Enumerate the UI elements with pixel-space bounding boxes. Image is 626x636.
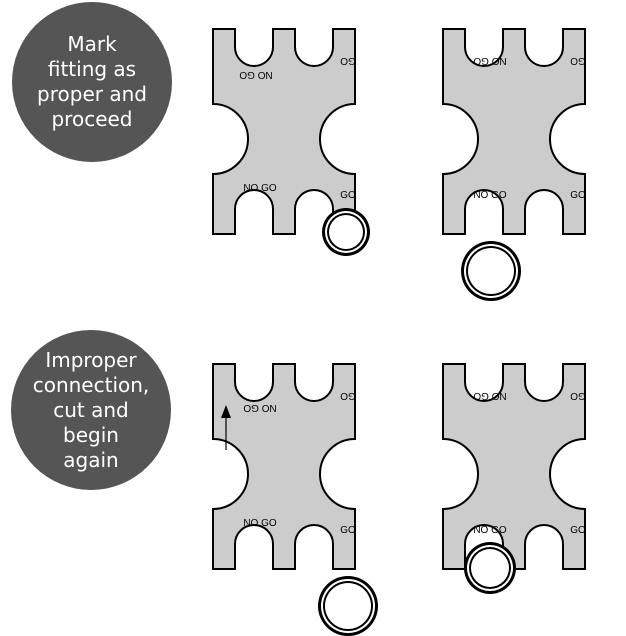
go-label-inverted: GO: [570, 390, 586, 401]
go-label-inverted: GO: [570, 55, 586, 66]
gauge-top-left: NO GO GO NO GO GO: [212, 28, 370, 256]
arrow-icon: [221, 405, 231, 450]
gauge-bottom-right: NO GO GO NO GO GO: [442, 363, 586, 594]
go-label-inverted: GO: [340, 390, 356, 401]
no-go-label-inverted: NO GO: [473, 390, 507, 401]
fitting-ring: [318, 576, 378, 636]
no-go-label-inverted: NO GO: [239, 69, 273, 80]
go-label: GO: [340, 190, 356, 201]
improper-connection-label: Improper connection, cut and begin again: [11, 330, 171, 490]
improper-connection-text: Improper connection, cut and begin again: [32, 347, 150, 472]
no-go-label: NO GO: [473, 525, 507, 536]
gauge-top-right: NO GO GO NO GO GO: [442, 28, 586, 301]
no-go-label: NO GO: [243, 518, 277, 529]
proper-fitting-label: Mark fitting as proper and proceed: [12, 2, 172, 162]
gauge-bottom-left: NO GO GO NO GO GO: [212, 363, 378, 636]
fitting-ring: [322, 208, 370, 256]
no-go-label-inverted: NO GO: [473, 55, 507, 66]
go-label: GO: [570, 190, 586, 201]
no-go-label: NO GO: [473, 190, 507, 201]
no-go-label-inverted: NO GO: [243, 402, 277, 413]
go-label-inverted: GO: [340, 55, 356, 66]
go-label: GO: [340, 525, 356, 536]
proper-fitting-text: Mark fitting as proper and proceed: [37, 32, 147, 131]
go-label: GO: [570, 525, 586, 536]
fitting-ring: [464, 542, 516, 594]
no-go-label: NO GO: [243, 183, 277, 194]
fitting-ring: [461, 241, 521, 301]
